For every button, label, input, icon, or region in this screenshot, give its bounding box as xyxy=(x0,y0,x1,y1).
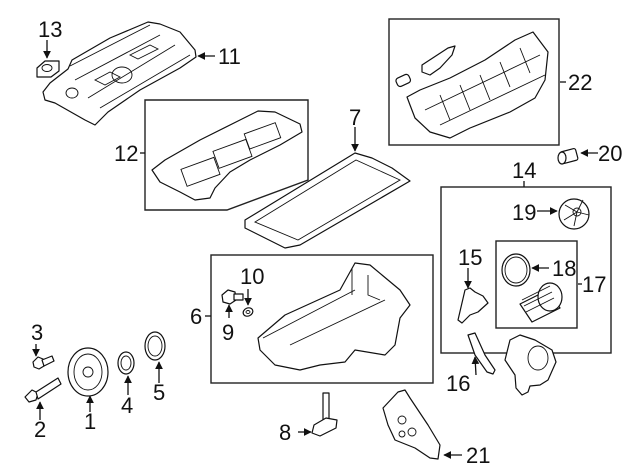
part-3-bolt[interactable] xyxy=(32,355,55,370)
part-12-valve-cover-gasket[interactable] xyxy=(151,110,303,201)
part-4-seal[interactable] xyxy=(117,351,135,375)
part-20-sensor[interactable] xyxy=(557,147,579,165)
callout-5: 5 xyxy=(153,380,165,405)
callout-17: 17 xyxy=(582,272,606,297)
callout-20: 20 xyxy=(598,141,622,166)
callout-4: 4 xyxy=(121,393,133,418)
callout-9: 9 xyxy=(222,320,234,345)
callout-10: 10 xyxy=(240,264,264,289)
callout-11: 11 xyxy=(218,44,241,69)
callout-21: 21 xyxy=(466,443,490,468)
gasket-set-box xyxy=(144,99,309,211)
part-13-filler-seal[interactable] xyxy=(36,60,60,78)
part-21-bracket[interactable] xyxy=(382,389,441,460)
part-18-o-ring[interactable] xyxy=(501,253,531,287)
part-5-seal[interactable] xyxy=(144,331,166,361)
callout-6: 6 xyxy=(190,304,202,329)
part-7-oil-pan-gasket[interactable] xyxy=(244,152,411,249)
callout-7: 7 xyxy=(349,105,361,130)
part-19-filter-cap[interactable] xyxy=(558,198,590,230)
part-8-oil-sensor[interactable] xyxy=(311,392,338,437)
leader-lines xyxy=(32,40,598,459)
callout-8: 8 xyxy=(279,420,291,445)
callout-19: 19 xyxy=(512,200,536,225)
callout-1: 1 xyxy=(84,409,96,434)
part-22-intake-manifold[interactable] xyxy=(395,31,549,139)
oil-filter-kit-box xyxy=(495,240,578,329)
part-oil-filter-housing[interactable] xyxy=(504,334,557,396)
callout-3: 3 xyxy=(31,320,43,345)
part-6-oil-pan[interactable] xyxy=(257,262,411,371)
callout-22: 22 xyxy=(568,70,592,95)
callout-13: 13 xyxy=(38,17,62,42)
callout-16: 16 xyxy=(446,371,470,396)
part-11-valve-cover[interactable] xyxy=(42,21,197,126)
callout-15: 15 xyxy=(458,245,482,270)
callout-12: 12 xyxy=(114,141,138,166)
part-1-pulley[interactable] xyxy=(67,347,109,397)
intake-manifold-box xyxy=(388,18,560,146)
callout-18: 18 xyxy=(552,256,576,281)
part-15-housing-gasket[interactable] xyxy=(457,287,489,324)
oil-pan-box xyxy=(210,254,434,384)
part-10-washer[interactable] xyxy=(242,306,254,317)
callout-14: 14 xyxy=(512,158,536,183)
callout-2: 2 xyxy=(34,417,46,442)
callout-labels: 13 11 12 7 22 20 14 19 18 17 15 16 6 9 1… xyxy=(31,17,622,468)
part-filter-element[interactable] xyxy=(519,282,563,323)
part-9-drain-plug[interactable] xyxy=(221,289,244,305)
part-2-bolt[interactable] xyxy=(24,377,62,403)
